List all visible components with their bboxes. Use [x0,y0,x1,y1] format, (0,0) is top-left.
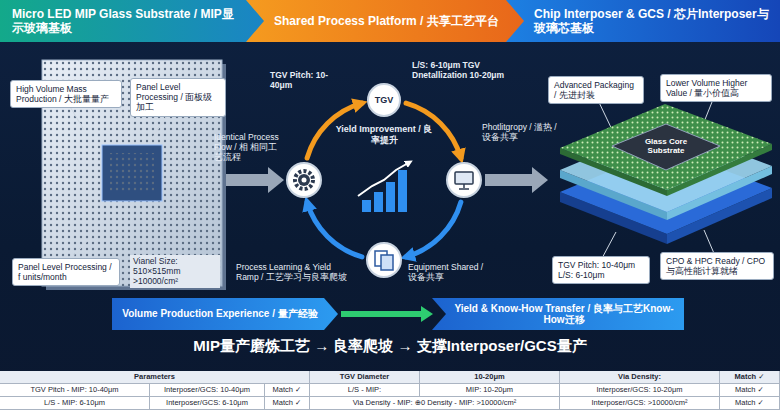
yield-chart-icon [362,200,371,212]
chip-label: Glass Core Substrate [641,137,691,155]
node-text: Micro LED MIP Glass Substrate / MIP显示玻璃基… [12,7,242,36]
table-cell: Via Density: [560,371,720,384]
document-icon [367,243,401,277]
tgv-circle: TGV [367,83,401,117]
mip-glass-panel [102,145,162,201]
callout-box: Panel Level Processing / f units/month [12,258,120,286]
monitor-icon [463,184,465,188]
table-cell: Interposer/GCS: 6-10μm [150,397,265,410]
node-text: High Volume Mass Production / 大批量量产 [16,84,116,104]
table-cell: Parameters [0,371,310,384]
document-icon [367,243,401,277]
table-ground [0,371,780,410]
connector-arrow [341,306,433,322]
header-banner: Micro LED MIP Glass Substrate / MIP显示玻璃基… [0,0,268,42]
cycle-arrow [307,202,362,257]
monitor-icon [455,172,473,184]
gear-icon [298,174,310,186]
table-cell: Match ✓ [265,384,310,397]
callout-box: Panel Level Processing / 面板级加工 [130,78,226,117]
gear-icon [287,163,321,197]
callout-box: High Volume Mass Production / 大批量量产 [10,80,122,108]
node-text: Shared Process Platform / 共享工艺平台 [274,14,499,28]
node-text: Yield & Know-How Transfer / 良率与工艺Know-Ho… [454,303,674,326]
callout-box: TGV Pitch: 10-40μm L/S: 6-10μm [552,256,650,284]
header-banner-fill [0,0,268,42]
node-text: Chip Interposer & GCS / 芯片Interposer与玻璃芯… [534,7,772,36]
cycle-arrow [307,103,461,257]
node-text: Panel Level Processing / f units/month [18,262,114,282]
arrow-head [421,306,433,322]
header-banner-fill [506,0,780,42]
spec-note: L/S: 6-10μm TGV Dnetallization 10-20μm [412,60,510,80]
document-icon [381,255,393,270]
table-cell: TGV Diameter [310,371,420,384]
mip-glass-panel [110,153,154,193]
caption: MIP量产磨炼工艺 → 良率爬坡 → 支撑Interposer/GCS量产 [0,337,780,355]
table-cell: Match ✓ [265,397,310,410]
transfer-band: Yield & Know-How Transfer / 良率与工艺Know-Ho… [432,298,684,330]
table-cell: L/S - MIP: 6-10μm [0,397,150,410]
gear-icon [302,178,307,183]
flow-note: Photlitgropy / 滥热 / 设备共享 [482,122,558,142]
yield-chart-icon [386,182,395,212]
yield-chart-icon [398,170,407,212]
table-cell: Via Density - MIP: ⊕0 Density - MIP: >10… [310,397,560,410]
flow-arrow [226,167,284,193]
table-cell: Interposer/GCS: 10-20μm [560,384,720,397]
callout-box: Advanced Packaging / 先进封装 [548,76,644,104]
table-cell: L/S - MIP: [310,384,420,397]
panel-size-note: Vianel Size: 510×515mm >10000/cm² [130,255,220,288]
node-text: TGV Pitch: 10-40μm L/S: 6-10μm [558,260,644,280]
node-text: Lower Volume Higher Value / 量小价值高 [666,78,766,98]
flow-arrow [485,167,548,193]
transfer-band: Volume Production Experience / 量产经验 [112,298,338,330]
monitor-icon [459,188,469,190]
node-text: Advanced Packaging / 先进封装 [554,80,638,100]
header-banner: Chip Interposer & GCS / 芯片Interposer与玻璃芯… [506,0,780,42]
monitor-icon [447,163,481,197]
glass-core-stack [560,104,772,190]
table-cell: Match ✓ [720,371,780,384]
callout-box: Lower Volume Higher Value / 量小价值高 [660,74,772,102]
header-banner: Shared Process Platform / 共享工艺平台 [246,0,528,42]
table-cell: Match ✓ [720,397,780,410]
header-banner-fill [246,0,528,42]
table-cell: TGV Pitch - MIP: 10-40μm [0,384,150,397]
node-text: Panel Level Processing / 面板级加工 [136,82,220,113]
node-text: CPO & HPC Ready / CPO与高性能计算就绪 [666,256,768,276]
transfer-band-fill [432,298,684,330]
node-text: TGV [375,95,394,105]
glass-core-stack [560,104,772,190]
cycle-label: Process Learning & Yield Ramp / 工艺学习与良率爬… [236,262,348,282]
glass-core-stack [612,124,720,170]
yield-chart-icon [374,192,383,212]
monitor-icon [447,163,481,197]
table-cell: Interposer/GCS: >10000/cm² [560,397,720,410]
table-cell: MIP: 10-20μm [420,384,560,397]
callout-box: CPO & HPC Ready / CPO与高性能计算就绪 [660,252,774,280]
flow-note: Identical Process Flow / 相 相同工艺流程 [214,132,286,163]
gear-icon [287,163,321,197]
glass-core-stack [560,104,772,244]
yield-chart-icon [358,162,410,196]
table-cell: Match ✓ [720,384,780,397]
spec-note: TGV Pitch: 10-40μm [270,70,348,90]
cycle-center-label: Yield Improvement / 良率提升 [334,124,434,146]
connector-line [341,311,421,317]
yield-chart-icon [358,162,410,212]
gear-icon [295,171,313,189]
node-text: Volume Production Experience / 量产经验 [122,308,317,320]
cycle-label: Equipment Shared / 设备共享 [408,262,494,282]
table-cell: 10-20μm [420,371,560,384]
cycle-arrow [406,202,461,257]
transfer-band-fill [112,298,338,330]
table-cell: Interposer/GCS: 10-40μm [150,384,265,397]
